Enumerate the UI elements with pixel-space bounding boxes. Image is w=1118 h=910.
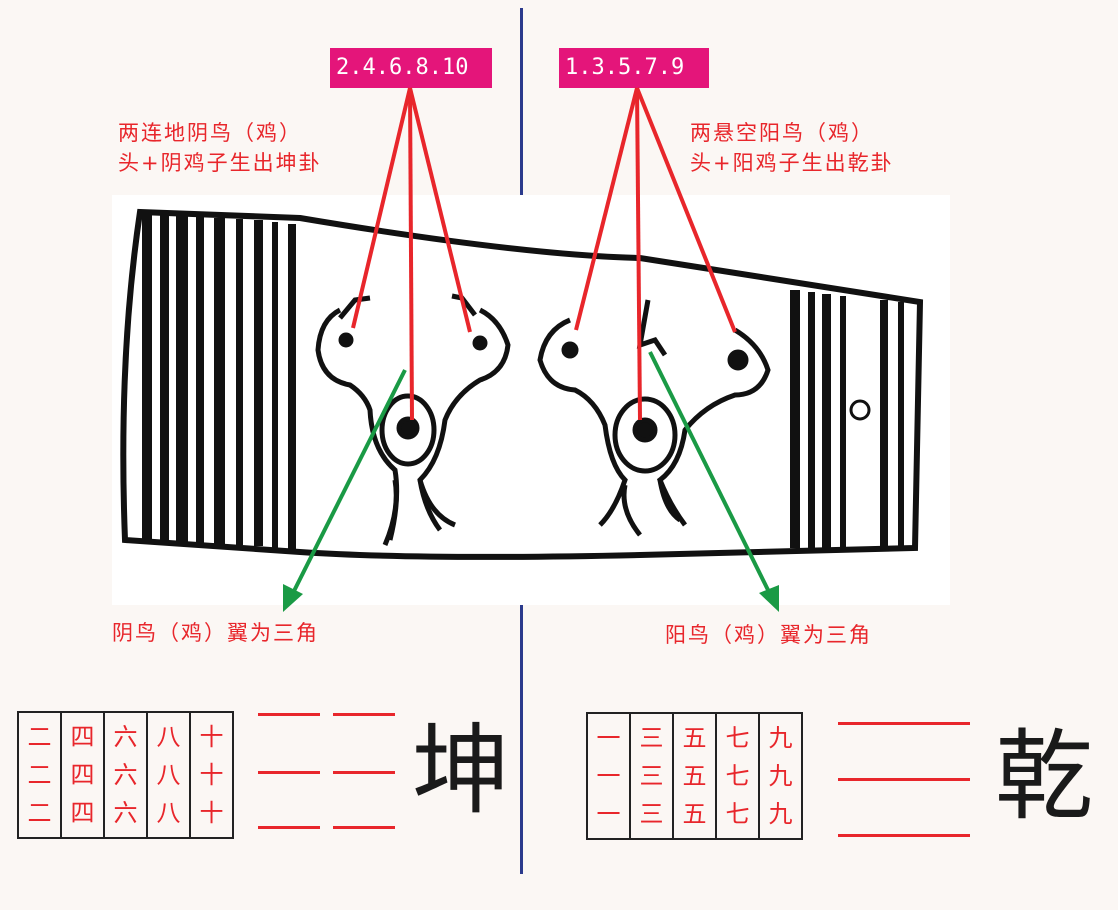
right-number-cell: 一一一 — [586, 712, 631, 840]
right-caption-line2: 头+阳鸡子生出乾卦 — [690, 151, 894, 175]
yin-line-segment — [258, 713, 320, 716]
left-number-table: 二二二 四四四 六六六 八八八 十十十 — [17, 711, 234, 839]
yang-bird-pair — [537, 299, 771, 537]
left-stripe-pattern — [142, 214, 296, 550]
yin-line-segment — [333, 713, 395, 716]
right-number-cell: 三三三 — [629, 712, 674, 840]
left-number-cell: 四四四 — [60, 711, 105, 839]
kun-character: 坤 — [412, 714, 511, 828]
yin-line-segment — [258, 826, 320, 829]
side-knob — [849, 399, 871, 421]
right-caption: 两悬空阳鸟（鸡） 头+阳鸡子生出乾卦 — [690, 118, 894, 178]
right-caption-line1: 两悬空阳鸟（鸡） — [690, 121, 874, 145]
left-pointer-lines — [351, 87, 472, 421]
left-caption: 两连地阴鸟（鸡） 头+阴鸡子生出坤卦 — [118, 118, 322, 178]
yang-line — [838, 778, 970, 781]
right-number-tag: 1.3.5.7.9 — [559, 48, 709, 88]
yin-line-segment — [333, 826, 395, 829]
yang-line — [838, 722, 970, 725]
qian-character: 乾 — [995, 720, 1094, 834]
left-number-cell: 十十十 — [189, 711, 234, 839]
right-wing-arrow — [648, 351, 779, 612]
left-number-cell: 八八八 — [146, 711, 191, 839]
right-number-cell: 七七七 — [715, 712, 760, 840]
left-caption-line1: 两连地阴鸟（鸡） — [118, 121, 302, 145]
yin-bird-pair — [315, 293, 511, 546]
left-number-tag: 2.4.6.8.10 — [330, 48, 492, 88]
right-stripe-pattern — [790, 290, 904, 548]
right-number-cell: 五五五 — [672, 712, 717, 840]
right-wing-caption: 阳鸟（鸡）翼为三角 — [665, 623, 872, 647]
right-number-cell: 九九九 — [758, 712, 803, 840]
yin-line-segment — [333, 771, 395, 774]
left-wing-arrow — [283, 369, 407, 612]
yin-line-segment — [258, 771, 320, 774]
right-pointer-lines — [574, 87, 737, 421]
yang-line — [838, 834, 970, 837]
left-number-cell: 二二二 — [17, 711, 62, 839]
left-number-cell: 六六六 — [103, 711, 148, 839]
right-number-table: 一一一 三三三 五五五 七七七 九九九 — [586, 712, 803, 840]
left-wing-caption: 阴鸟（鸡）翼为三角 — [112, 621, 319, 645]
left-caption-line2: 头+阴鸡子生出坤卦 — [118, 151, 322, 175]
